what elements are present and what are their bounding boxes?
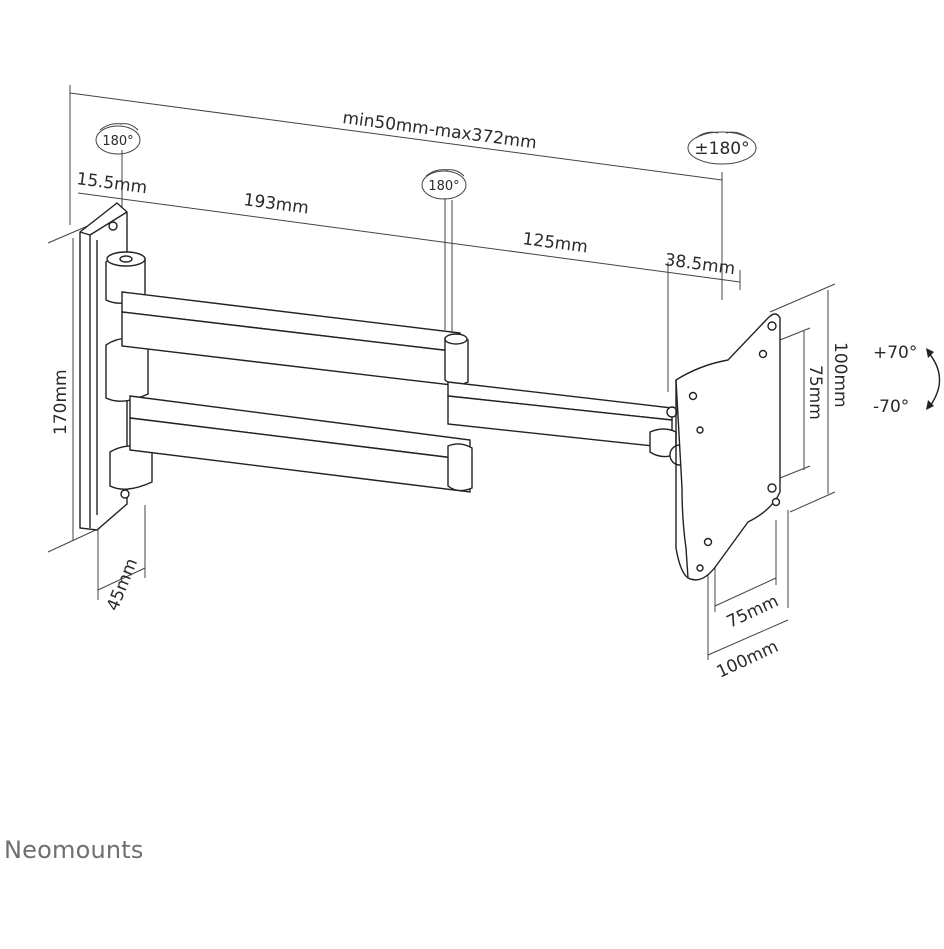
- vesa-outer-height-label: 100mm: [830, 342, 850, 408]
- vesa-inner-width-line: [714, 577, 777, 607]
- vesa-top-extension: [769, 283, 836, 313]
- vesa-inner-height-label: 75mm: [805, 365, 825, 420]
- vesa-inner-top-extension: [779, 327, 811, 341]
- vesa-plate: [675, 313, 781, 581]
- vesa-hole: [758, 349, 768, 359]
- segment-length-line: [77, 192, 741, 283]
- vesa-outer-width-label: 100mm: [714, 637, 782, 683]
- wall-pivot-rotation-label: 180°: [102, 134, 133, 149]
- middle-pivot-rotation-label: 180°: [428, 179, 459, 194]
- head-depth-label: 38.5mm: [663, 250, 736, 279]
- wall-plate-hole-top: [108, 221, 118, 231]
- first-arm-bottom-side: [129, 417, 471, 493]
- wall-plate-hole-bottom: [120, 489, 130, 499]
- vesa-hole: [767, 483, 777, 493]
- tilt-down-label: -70°: [873, 397, 909, 417]
- head-rotation-badge: ±180°: [687, 131, 757, 165]
- first-arm: [121, 291, 473, 493]
- vesa-hole: [771, 497, 781, 507]
- arm-one-label: 193mm: [242, 190, 310, 218]
- plate-height-label: 170mm: [51, 369, 71, 435]
- vesa-inner-bottom-extension: [779, 465, 811, 479]
- vesa-hole: [696, 426, 704, 434]
- total-length-label: min50mm-max372mm: [341, 108, 537, 153]
- vesa-hole: [696, 564, 704, 572]
- dimension-lines: [47, 85, 836, 660]
- middle-pivot-rotation-badge: 180°: [421, 169, 467, 200]
- wall-pivot-rotation-badge: 180°: [95, 123, 141, 155]
- vesa-bottom-extension: [789, 491, 836, 513]
- wall-hinge: [105, 251, 153, 490]
- plate-top-extension: [47, 224, 91, 244]
- vesa-hole: [767, 321, 777, 331]
- second-arm: [447, 381, 691, 466]
- plate-bottom-extension: [47, 527, 101, 553]
- plate-width-line: [97, 567, 146, 591]
- vesa-hole: [688, 391, 698, 401]
- head-rotation-label: ±180°: [694, 139, 749, 159]
- brand-logo-text: Neomounts: [4, 836, 144, 864]
- tilt-up-label: +70°: [873, 343, 917, 363]
- tilt-indicator: +70° -70°: [873, 343, 941, 417]
- vesa-head: [675, 313, 781, 581]
- total-length-line: [69, 92, 723, 181]
- vesa-hole: [703, 537, 713, 547]
- arm-two-label: 125mm: [521, 229, 589, 257]
- vesa-outer-width-line: [707, 619, 789, 656]
- tilt-arc: [927, 351, 941, 407]
